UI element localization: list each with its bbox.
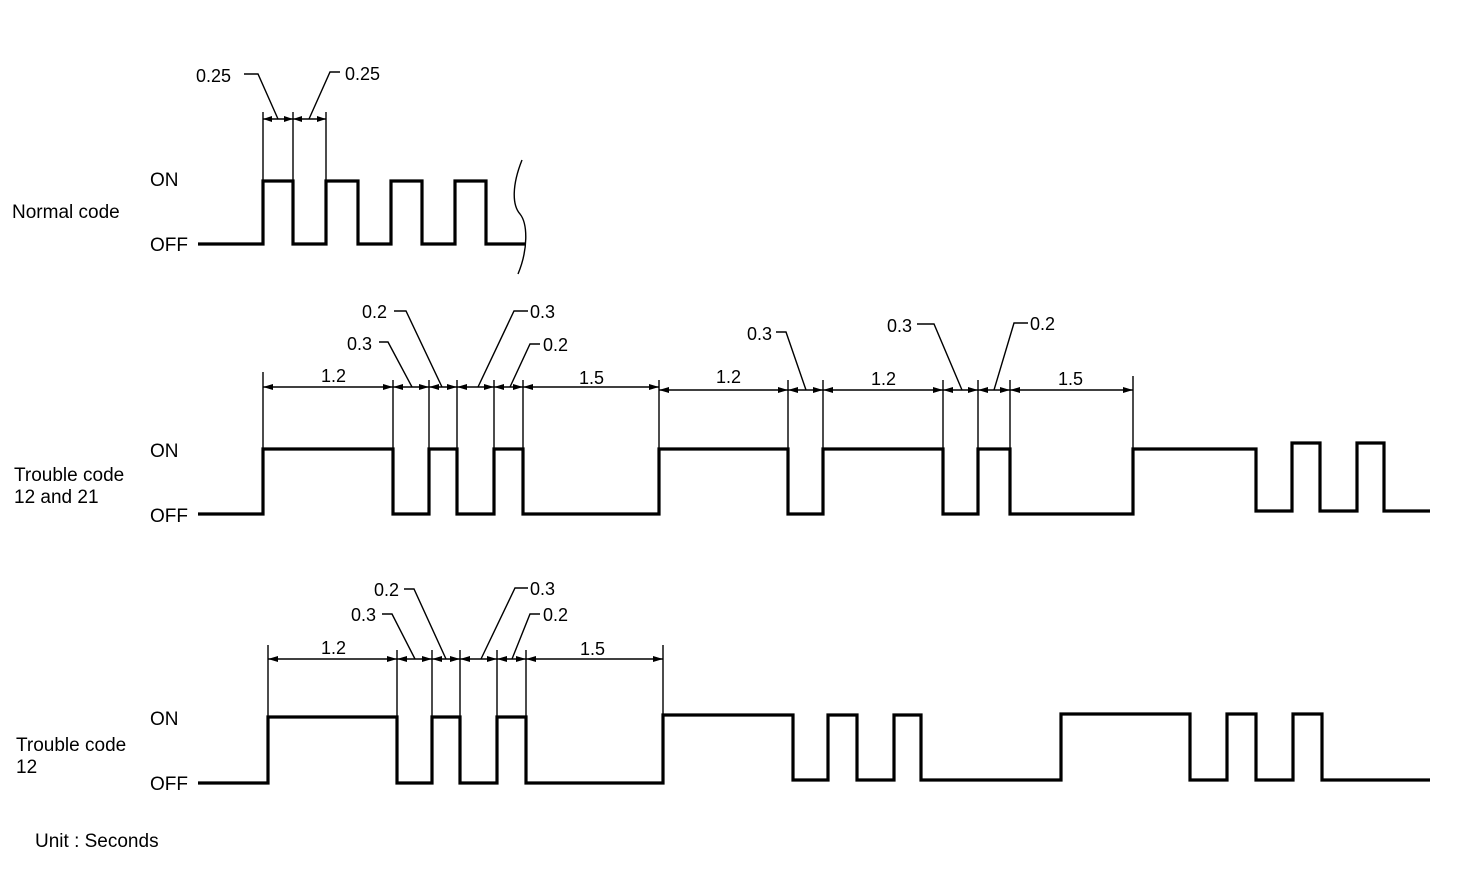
normal-on-label: ON: [150, 170, 179, 191]
normal-arrow: [317, 116, 326, 122]
t1-arrow: [484, 384, 494, 390]
t2-extension-lines: [267, 645, 664, 717]
t1-label-line1: Trouble code: [14, 465, 124, 486]
t2-waveform: [198, 712, 1430, 785]
t2-arrow: [387, 656, 397, 662]
t1-arrow: [383, 384, 393, 390]
t2-dim-1-2: 1.2: [321, 638, 346, 658]
t2-arrow: [268, 656, 278, 662]
normal-extension-lines: [262, 112, 327, 244]
t1-arrow: [1010, 387, 1020, 393]
t1-leader: [993, 322, 1028, 391]
t1-dim-1-2: 1.2: [871, 369, 896, 389]
t1-leader: [379, 341, 413, 388]
t2-arrow: [450, 656, 460, 662]
t1-arrow: [523, 384, 533, 390]
normal-arrow: [263, 116, 272, 122]
t2-dim-0-2: 0.2: [374, 580, 399, 600]
t2-label-line1: Trouble code: [16, 735, 126, 756]
t1-arrow: [659, 387, 669, 393]
unit-note: Unit : Seconds: [35, 831, 159, 852]
t1-dim-1-2: 1.2: [716, 367, 741, 387]
t1-arrow: [1000, 387, 1010, 393]
t2-label-line2: 12: [16, 757, 37, 778]
t2-dim-0-3: 0.3: [351, 605, 376, 625]
t1-arrow: [933, 387, 943, 393]
t1-arrow: [419, 384, 429, 390]
t1-dim-0-3: 0.3: [747, 324, 772, 344]
t2-leader: [480, 587, 528, 660]
t1-dim-1-2: 1.2: [321, 366, 346, 386]
t1-off-label: OFF: [150, 506, 188, 527]
t2-arrow: [526, 656, 536, 662]
t1-dim-0-2: 0.2: [362, 302, 387, 322]
t2-leader: [511, 613, 540, 660]
t1-arrow: [457, 384, 467, 390]
t2-dim-1-5: 1.5: [580, 639, 605, 659]
trouble-code-12-group: Trouble code 12 ON OFF 1.2 0.3 0.2 0.3 0…: [16, 579, 1430, 795]
t1-leader: [394, 310, 443, 388]
t1-dim-1-5: 1.5: [579, 368, 604, 388]
t1-arrow: [823, 387, 833, 393]
t1-dim-0-3: 0.3: [347, 334, 372, 354]
t2-dim-0-2: 0.2: [543, 605, 568, 625]
t2-arrow: [422, 656, 432, 662]
normal-dim-b: 0.25: [345, 64, 380, 84]
t2-dim-0-3: 0.3: [530, 579, 555, 599]
t1-dim-0-3: 0.3: [887, 316, 912, 336]
t1-label-line2: 12 and 21: [14, 487, 99, 508]
normal-arrow: [293, 116, 302, 122]
t2-leader: [382, 613, 416, 660]
t1-arrow: [978, 387, 988, 393]
t1-arrow: [447, 384, 457, 390]
t1-arrow: [943, 387, 953, 393]
t1-dim-1-5: 1.5: [1058, 369, 1083, 389]
t2-arrow: [432, 656, 442, 662]
t1-leader: [477, 310, 528, 388]
normal-arrow: [284, 116, 293, 122]
t1-arrow: [393, 384, 403, 390]
normal-off-label: OFF: [150, 235, 188, 256]
normal-code-group: Normal code ON OFF 0.25 0.25: [12, 64, 527, 275]
t1-arrow: [968, 387, 978, 393]
t1-arrow: [813, 387, 823, 393]
t1-leader: [509, 343, 540, 388]
t1-arrow: [788, 387, 798, 393]
normal-code-label: Normal code: [12, 202, 120, 223]
t1-leader: [917, 323, 963, 391]
t1-arrow: [513, 384, 523, 390]
t2-arrow: [497, 656, 507, 662]
t1-arrow: [494, 384, 504, 390]
trouble-code-12-21-group: Trouble code 12 and 21 ON OFF: [14, 302, 1430, 527]
t1-on-label: ON: [150, 441, 179, 462]
t1-arrow: [429, 384, 439, 390]
normal-leader-a: [244, 73, 279, 120]
t1-extension-lines: [262, 372, 1134, 449]
t2-off-label: OFF: [150, 774, 188, 795]
t1-waveform: [198, 441, 1430, 516]
t1-dim-0-2: 0.2: [543, 335, 568, 355]
normal-break-mark: [513, 159, 527, 275]
t2-on-label: ON: [150, 709, 179, 730]
t1-dim-0-3: 0.3: [530, 302, 555, 322]
t2-arrow: [460, 656, 470, 662]
t1-leader: [776, 331, 807, 391]
normal-leader-b: [308, 71, 340, 120]
t2-leader: [404, 588, 447, 660]
normal-dim-a: 0.25: [196, 66, 231, 86]
t2-arrow: [653, 656, 663, 662]
t1-arrow: [778, 387, 788, 393]
t1-arrow: [649, 384, 659, 390]
t2-arrow: [397, 656, 407, 662]
t1-arrow: [1123, 387, 1133, 393]
t2-arrow: [516, 656, 526, 662]
t1-dim-0-2: 0.2: [1030, 314, 1055, 334]
t1-arrow: [263, 384, 273, 390]
normal-code-waveform: [198, 179, 526, 246]
t2-arrow: [487, 656, 497, 662]
